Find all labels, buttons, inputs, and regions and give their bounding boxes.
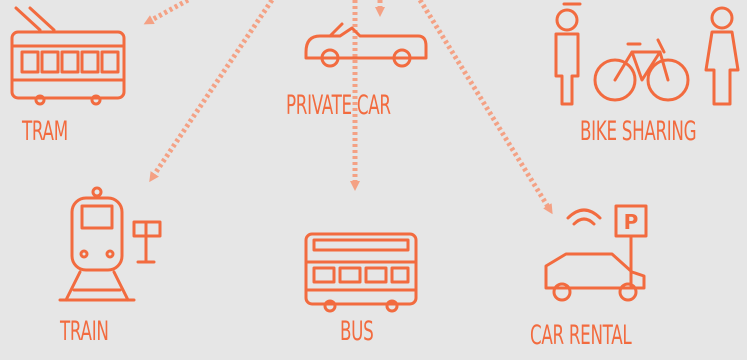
node-label-tram: TRAM <box>22 116 68 147</box>
bike-sharing-icon <box>554 2 740 106</box>
arrow-to-train <box>149 0 275 183</box>
node-label-car-rental: CAR RENTAL <box>530 320 632 351</box>
train-icon <box>58 186 162 302</box>
double-decker-bus-icon <box>304 232 418 313</box>
arrow-to-tram <box>143 0 190 25</box>
car-rental-parking-icon: P <box>544 204 648 302</box>
svg-text:P: P <box>624 210 639 234</box>
node-label-train: TRAIN <box>60 316 109 347</box>
node-label-bike-sharing: BIKE SHARING <box>580 116 697 147</box>
arrow-to-car-rental <box>417 0 553 215</box>
node-label-bus: BUS <box>340 316 374 347</box>
tram-icon <box>10 6 126 106</box>
convertible-car-icon <box>304 22 428 68</box>
node-label-private-car: PRIVATE CAR <box>286 90 391 121</box>
